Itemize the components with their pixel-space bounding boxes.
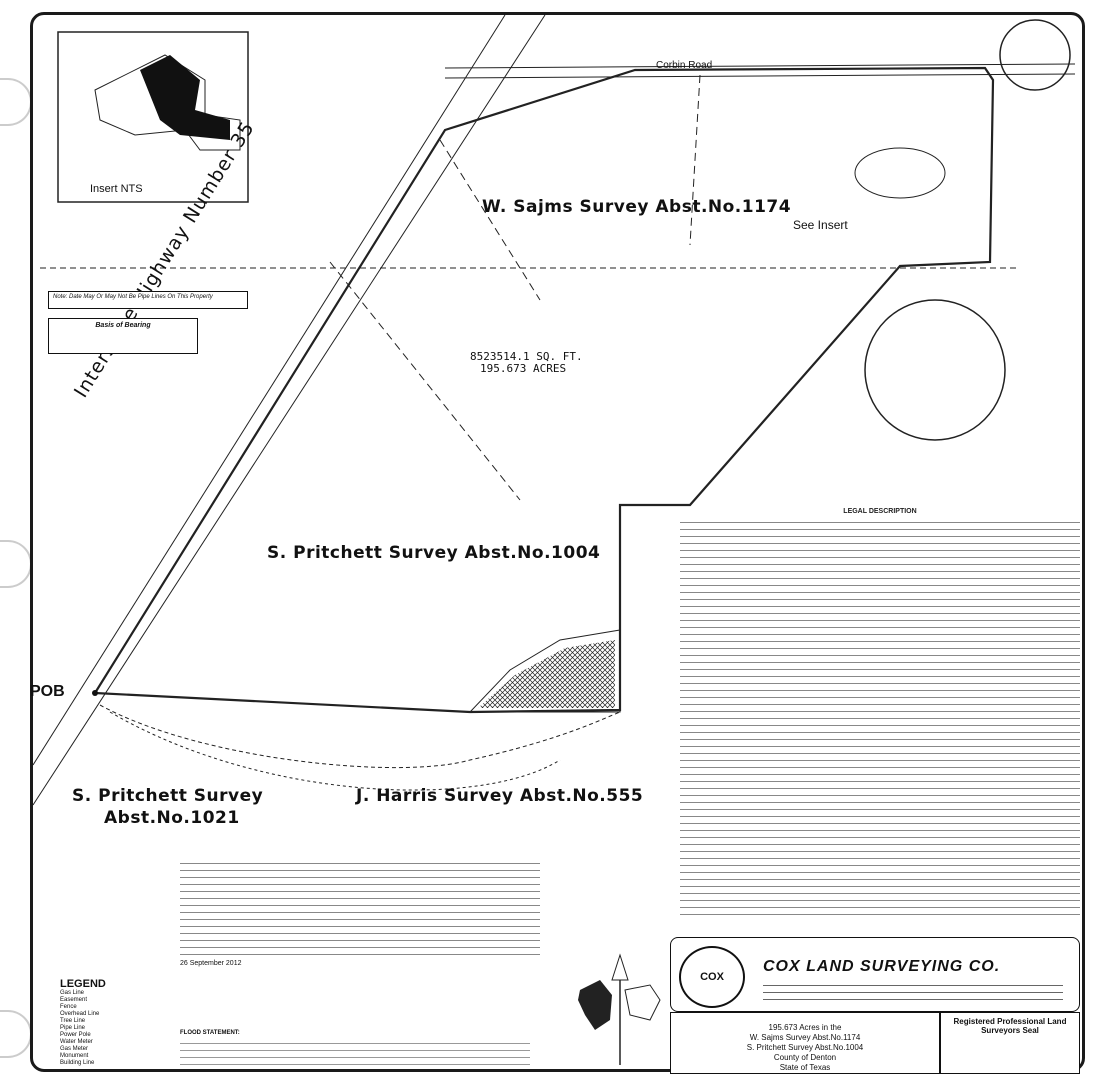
see-insert-label: See Insert <box>793 218 848 232</box>
title-line-2: W. Sajms Survey Abst.No.1174 <box>749 1033 861 1042</box>
legend-item: Water Meter <box>60 1039 93 1045</box>
company-seal-text: COX <box>700 971 724 983</box>
pob-label: POB <box>30 683 65 700</box>
legend-item: Gas Line <box>60 990 85 996</box>
legal-description: LEGAL DESCRIPTION <box>680 508 1080 928</box>
pipeline-note-text: Note: Date May Or May Not Be Pipe Lines … <box>53 294 213 300</box>
legend-item: Power Pole <box>60 1032 91 1038</box>
area-sqft: 8523514.1 SQ. FT. <box>470 350 583 363</box>
statement-date: 26 September 2012 <box>180 960 242 967</box>
flood-statement-body <box>180 1040 530 1068</box>
pipeline-note-box: Note: Date May Or May Not Be Pipe Lines … <box>48 291 248 309</box>
creek-area <box>468 629 621 713</box>
survey-label-pritchett-1021-abst: Abst.No.1021 <box>104 808 240 828</box>
detail-circle <box>999 19 1071 91</box>
legend-item: Pipe Line <box>60 1025 86 1031</box>
seal-label: Registered Professional Land Surveyors S… <box>953 1017 1067 1035</box>
road-label: Corbin Road <box>656 60 713 71</box>
legend-item: Gas Meter <box>60 1046 89 1052</box>
survey-line <box>329 261 521 501</box>
legend: LEGEND Gas Line Easement Fence Overhead … <box>60 978 170 1067</box>
insert-building-fill <box>140 55 230 140</box>
detail-circle <box>864 299 1006 441</box>
corbin-road-line <box>444 73 1076 79</box>
survey-label-pritchett-1021: S. Pritchett Survey <box>72 786 264 806</box>
surveyor-statement <box>180 860 540 955</box>
legal-description-body <box>680 519 1080 919</box>
basis-of-bearing-title: Basis of Bearing <box>95 322 151 329</box>
survey-line <box>439 139 541 301</box>
flood-statement-title: FLOOD STATEMENT: <box>180 1030 240 1036</box>
basis-of-bearing-box: Basis of Bearing <box>48 318 198 354</box>
pipeline-curve <box>109 711 561 791</box>
company-contact-info <box>763 982 1063 1006</box>
highway-row-line <box>32 14 546 806</box>
corbin-road-line <box>444 63 1076 69</box>
legend-item: Building Line <box>60 1060 95 1066</box>
legend-item: Easement <box>60 997 88 1003</box>
legend-item: Fence <box>60 1004 77 1010</box>
title-line-1: 195.673 Acres in the <box>768 1023 842 1032</box>
legend-item: Overhead Line <box>60 1011 100 1017</box>
company-seal-logo: COX <box>679 946 745 1008</box>
pipeline-curve <box>99 704 621 769</box>
legend-item: Tree Line <box>60 1018 86 1024</box>
pob-marker <box>92 690 98 696</box>
survey-label-sajms: W. Sajms Survey Abst.No.1174 <box>482 197 792 217</box>
insert-building <box>94 54 241 151</box>
insert-box <box>57 31 249 203</box>
highway-row-line <box>32 14 506 766</box>
insert-label: Insert NTS <box>90 183 143 195</box>
north-arrow-head <box>611 953 629 981</box>
survey-label-pritchett-1004: S. Pritchett Survey Abst.No.1004 <box>267 543 601 563</box>
creek-hatch <box>478 640 615 708</box>
title-line-4: County of Denton <box>773 1053 837 1062</box>
title-line-5: State of Texas <box>779 1063 831 1072</box>
company-name: COX LAND SURVEYING CO. <box>763 958 1001 975</box>
legend-title: LEGEND <box>60 978 106 990</box>
title-line-3: S. Pritchett Survey Abst.No.1004 <box>746 1043 864 1052</box>
pond-outline <box>854 147 946 199</box>
legal-description-heading: LEGAL DESCRIPTION <box>843 508 917 515</box>
texas-map-outline <box>624 984 661 1021</box>
texas-map-icon <box>578 980 612 1030</box>
area-acres: 195.673 ACRES <box>480 362 567 375</box>
survey-label-harris: J. Harris Survey Abst.No.555 <box>356 786 644 806</box>
title-block: 195.673 Acres in the W. Sajms Survey Abs… <box>670 1012 940 1074</box>
seal-block: Registered Professional Land Surveyors S… <box>940 1012 1080 1074</box>
property-boundary <box>94 66 995 714</box>
survey-line <box>689 74 701 246</box>
company-block: COX COX LAND SURVEYING CO. <box>670 937 1080 1012</box>
legend-item: Monument <box>60 1053 89 1059</box>
